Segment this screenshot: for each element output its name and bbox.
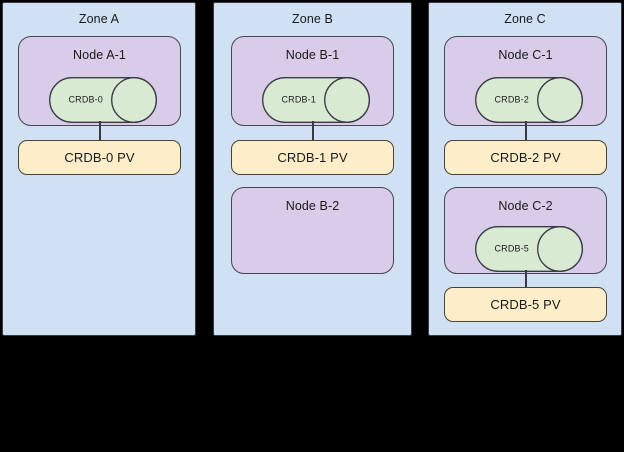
node-c-1[interactable]: Node C-1 CRDB-2 xyxy=(444,36,607,126)
connector-node-c-1-to-crdb-2-pv xyxy=(525,121,527,141)
zone-a-title: Zone A xyxy=(78,12,120,26)
connector-node-b-1-to-crdb-1-pv xyxy=(312,121,314,141)
database-cylinder-crdb-0[interactable]: CRDB-0 xyxy=(49,77,157,123)
database-cylinder-crdb-2[interactable]: CRDB-2 xyxy=(475,77,583,123)
node-b-1-title: Node B-1 xyxy=(285,48,340,62)
node-b-1[interactable]: Node B-1 CRDB-1 xyxy=(231,36,394,126)
volume-crdb-1-pv[interactable]: CRDB-1 PV xyxy=(231,140,394,175)
volume-label-crdb-0-pv: CRDB-0 PV xyxy=(64,149,135,165)
node-c-2-title: Node C-2 xyxy=(498,199,553,213)
volume-crdb-5-pv[interactable]: CRDB-5 PV xyxy=(444,287,607,322)
node-b-2-title: Node B-2 xyxy=(285,199,340,213)
volume-crdb-0-pv[interactable]: CRDB-0 PV xyxy=(18,140,181,175)
node-a-1-title: Node A-1 xyxy=(73,48,126,62)
volume-label-crdb-2-pv: CRDB-2 PV xyxy=(490,149,561,165)
zone-b-title: Zone B xyxy=(292,12,333,26)
volume-crdb-2-pv[interactable]: CRDB-2 PV xyxy=(444,140,607,175)
zone-c[interactable]: Zone C Node C-1 CRDB-2 CRDB-2 PV Node C-… xyxy=(428,2,622,336)
database-cylinder-crdb-1[interactable]: CRDB-1 xyxy=(262,77,370,123)
node-b-2[interactable]: Node B-2 xyxy=(231,187,394,274)
node-c-1-title: Node C-1 xyxy=(498,48,553,62)
zone-b[interactable]: Zone B Node B-1 CRDB-1 CRDB-1 PV Node B-… xyxy=(213,2,412,336)
connector-node-c-2-to-crdb-5-pv xyxy=(525,270,527,288)
connector-node-a-1-to-crdb-0-pv xyxy=(99,121,101,141)
database-cylinder-crdb-5[interactable]: CRDB-5 xyxy=(475,226,583,272)
zone-a[interactable]: Zone A Node A-1 CRDB-0 CRDB-0 PV xyxy=(2,2,196,336)
node-a-1[interactable]: Node A-1 CRDB-0 xyxy=(18,36,181,126)
volume-label-crdb-1-pv: CRDB-1 PV xyxy=(277,149,348,165)
volume-label-crdb-5-pv: CRDB-5 PV xyxy=(490,296,561,312)
node-c-2[interactable]: Node C-2 CRDB-5 xyxy=(444,187,607,274)
zone-c-title: Zone C xyxy=(504,12,546,26)
